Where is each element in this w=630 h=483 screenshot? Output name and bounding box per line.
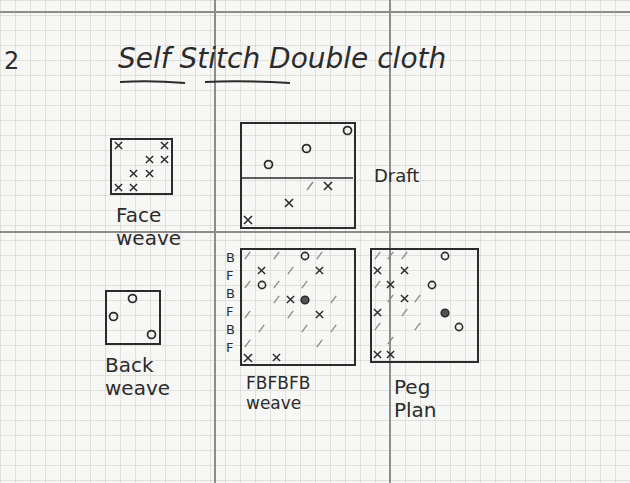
grid-caption: Back weave bbox=[105, 354, 195, 400]
row-letter: F bbox=[226, 305, 233, 319]
title: Self Stitch Double cloth bbox=[118, 44, 446, 75]
page-number: 2 bbox=[4, 48, 19, 74]
row-letter: F bbox=[226, 341, 233, 355]
row-letter: B bbox=[226, 251, 235, 265]
grid-caption: FBFBFB weave bbox=[246, 374, 346, 413]
grid-caption: Face weave bbox=[116, 204, 196, 250]
row-letter: B bbox=[226, 287, 235, 301]
weave-grid: Back weave bbox=[105, 290, 161, 345]
grid-caption: Peg Plan bbox=[394, 376, 458, 422]
row-letter: F bbox=[226, 269, 233, 283]
weave-grid: Peg Plan bbox=[370, 248, 479, 363]
weave-grid: FBFBFB weave bbox=[240, 248, 356, 366]
row-letter: B bbox=[226, 323, 235, 337]
grid-caption: Draft bbox=[374, 166, 444, 187]
weave-grid: Draft bbox=[240, 122, 356, 229]
weave-grid: Face weave bbox=[110, 138, 173, 195]
